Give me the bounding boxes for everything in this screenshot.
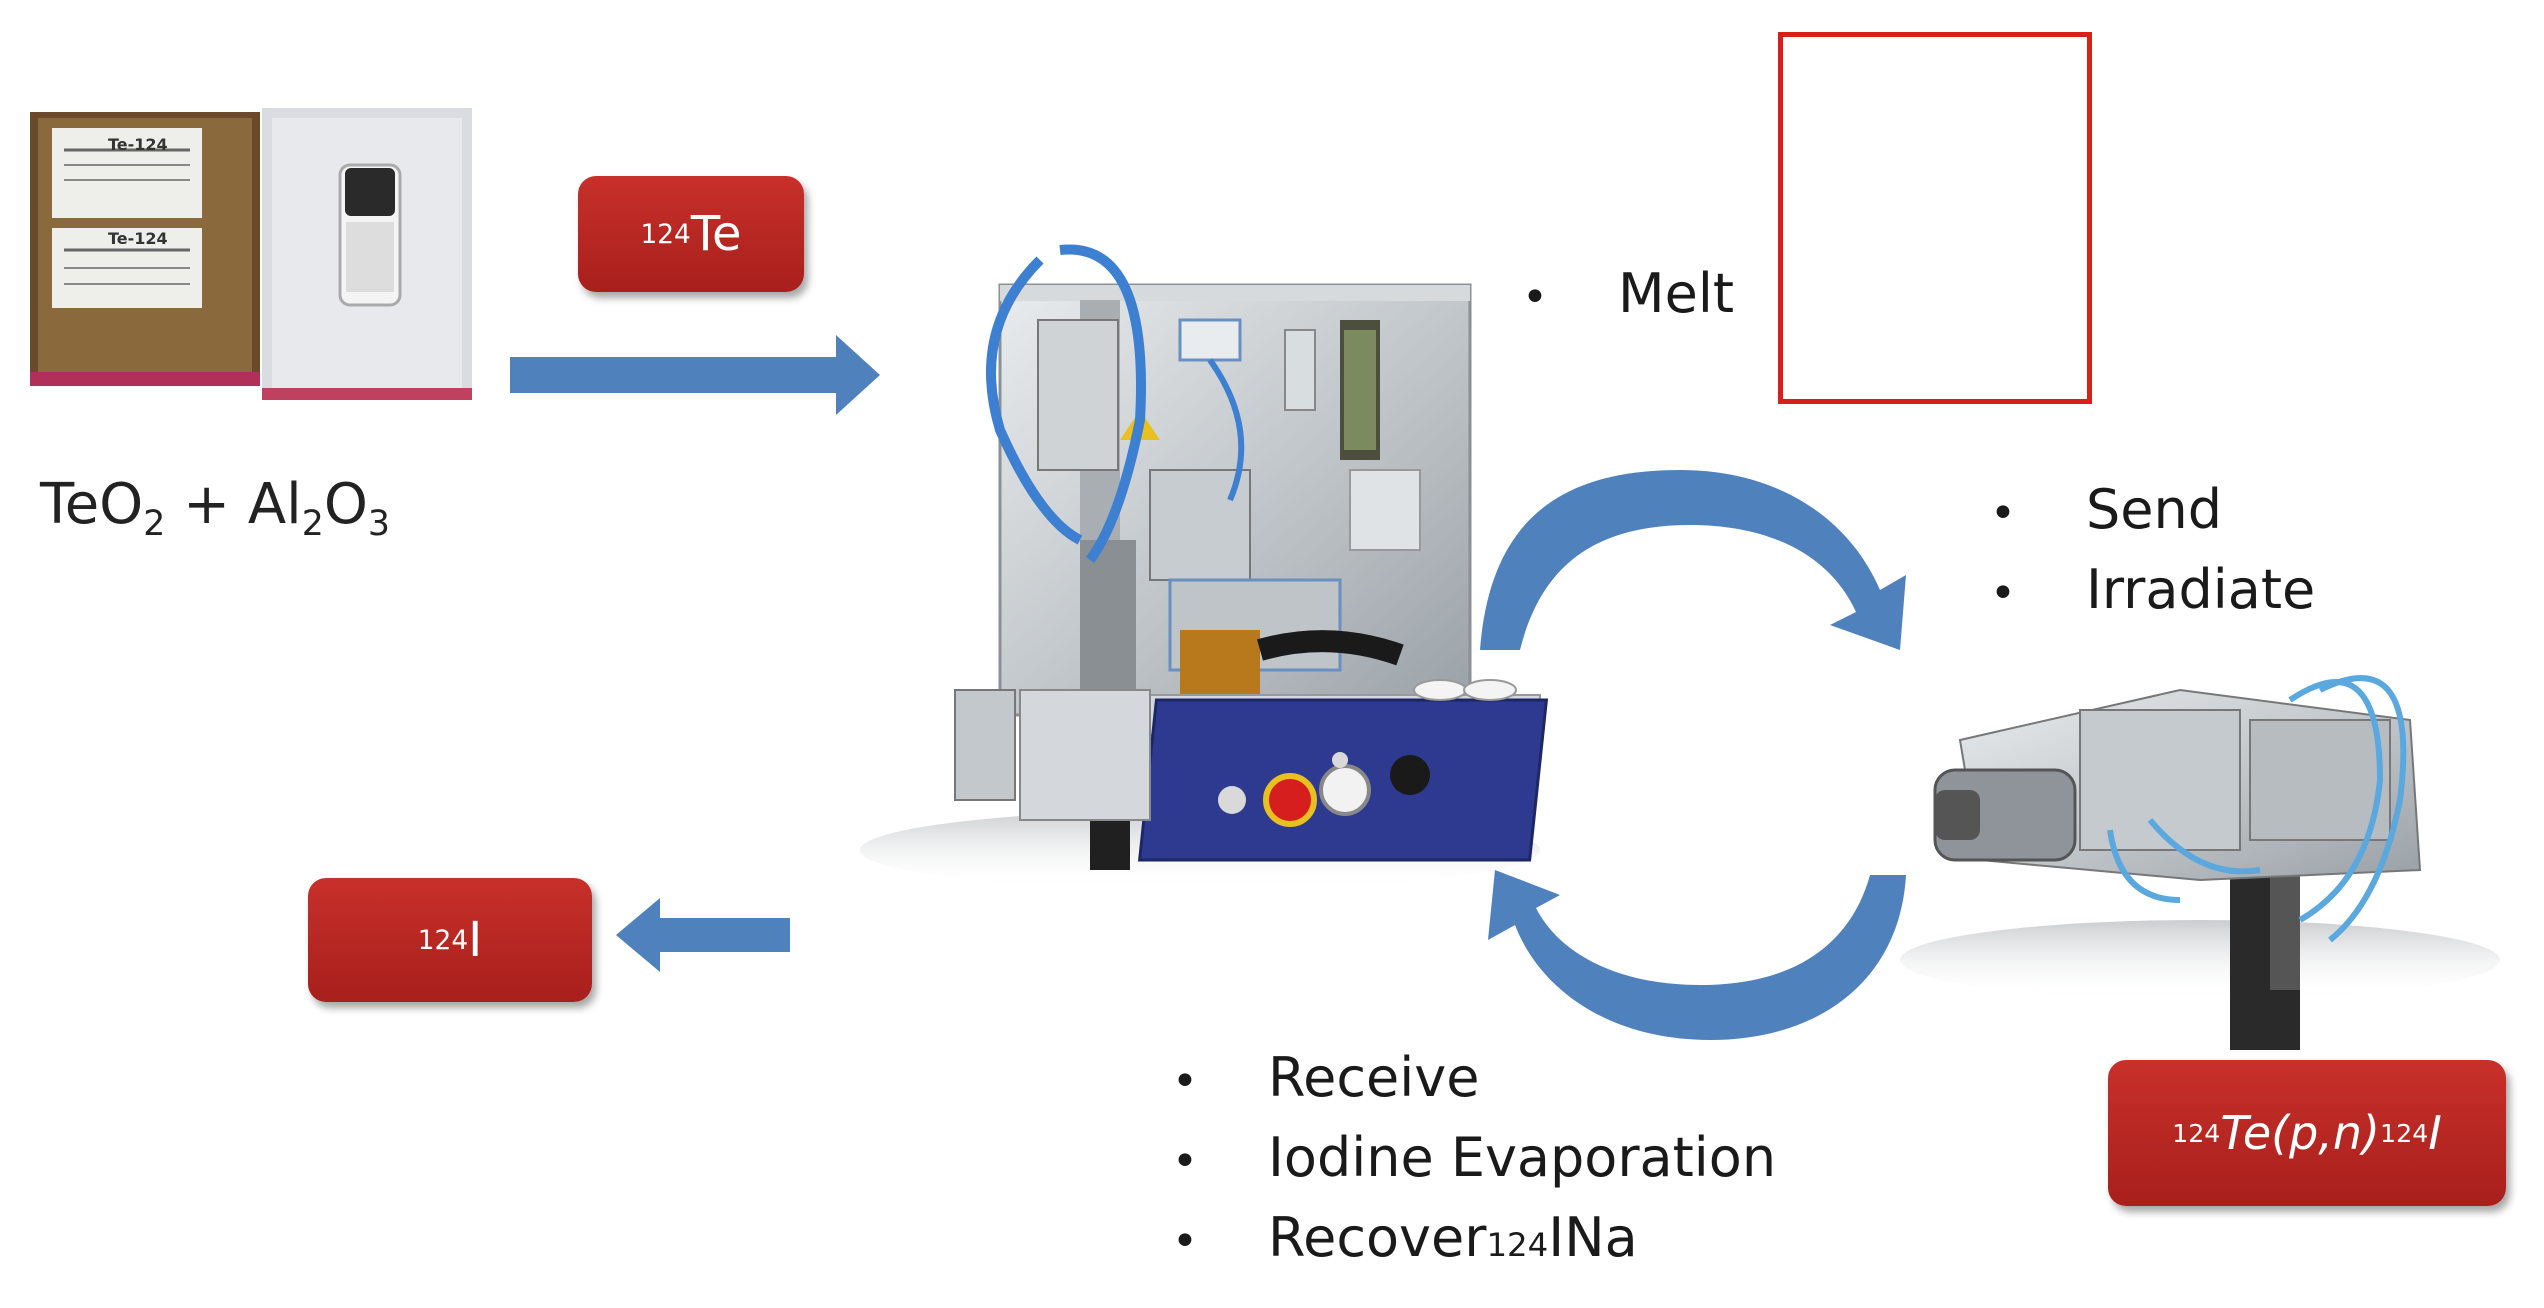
curved-arrow-bottom [1488, 870, 1906, 1040]
arrow-left-to-product [616, 898, 790, 972]
machine-illustration [860, 249, 1546, 890]
bullet-icon: • [1172, 1136, 1268, 1187]
list-item: •Irradiate [1990, 558, 2315, 638]
arrow-right-to-machine [510, 335, 880, 415]
bullet-icon: • [1990, 488, 2086, 539]
bullet-icon: • [1990, 568, 2086, 619]
receive-list: •Receive •Iodine Evaporation •Recover 12… [1172, 1046, 1776, 1286]
teo2-al2o3-label: TeO2 + Al2O3 [40, 472, 390, 544]
curved-arrow-top [1480, 470, 1906, 650]
vial-box-photo [30, 108, 472, 400]
list-item: •Melt [1522, 262, 1734, 342]
target-photo-frame [1778, 32, 2092, 404]
list-item: •Send [1990, 478, 2315, 558]
list-item: •Iodine Evaporation [1172, 1126, 1776, 1206]
vial-label-1: Te-124 [108, 135, 168, 154]
bullet-icon: • [1172, 1056, 1268, 1107]
bullet-icon: • [1522, 272, 1618, 323]
irradiation-station-illustration [1900, 678, 2500, 1050]
send-irradiate-list: •Send •Irradiate [1990, 478, 2315, 638]
list-item: •Receive [1172, 1046, 1776, 1126]
vial-label-2: Te-124 [108, 229, 168, 248]
melt-list: •Melt [1522, 262, 1734, 342]
bullet-icon: • [1172, 1216, 1268, 1267]
